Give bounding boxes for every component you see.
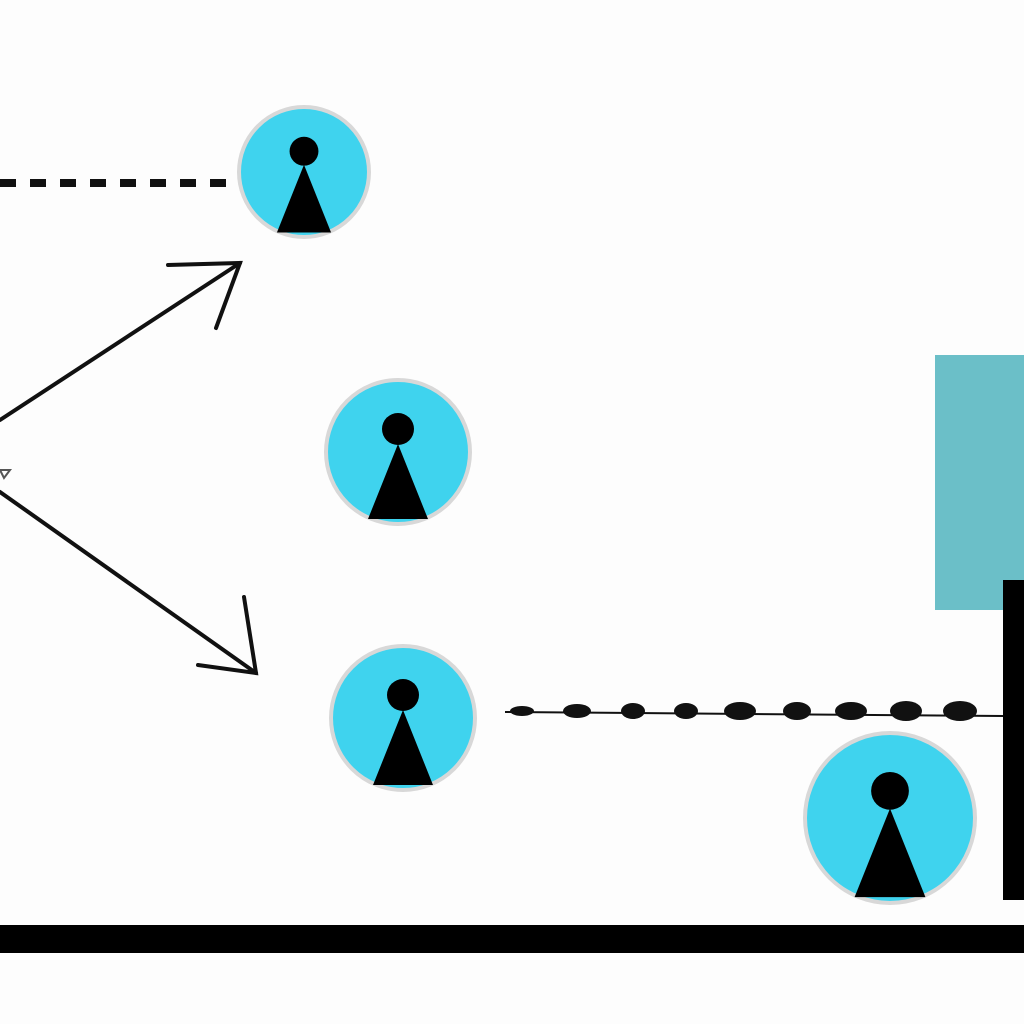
arrow-up-right bbox=[0, 260, 243, 422]
baseline-bar bbox=[0, 925, 1024, 953]
person-node bbox=[329, 644, 477, 792]
person-icon bbox=[854, 771, 926, 898]
arrow-down-right bbox=[0, 490, 259, 676]
person-icon bbox=[368, 413, 428, 519]
person-icon bbox=[276, 136, 332, 233]
teal-panel bbox=[935, 355, 1024, 610]
person-icon bbox=[373, 679, 433, 785]
person-node bbox=[803, 731, 977, 905]
person-node bbox=[237, 105, 371, 239]
dotted-connector-bottom bbox=[510, 701, 977, 721]
arrow-origin-mark bbox=[0, 469, 12, 480]
person-node bbox=[324, 378, 472, 526]
black-side-bar bbox=[1003, 580, 1024, 900]
